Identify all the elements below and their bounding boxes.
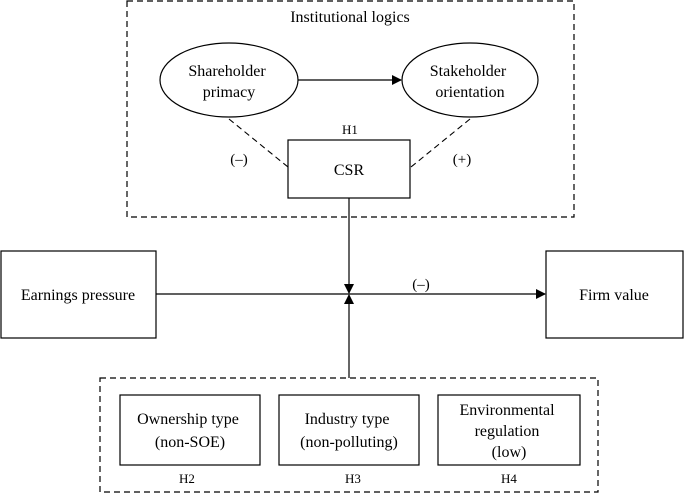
firm-value-box [545, 250, 684, 339]
ownership-type-box [119, 394, 261, 466]
positive-sign-label: (+) [453, 152, 471, 168]
shareholder-primacy-ellipse [159, 42, 299, 118]
institutional-logics-frame [126, 0, 575, 218]
firm-value-label: Firm value [579, 287, 649, 304]
h4-label: H4 [501, 471, 517, 486]
main-path-sign-label: (–) [412, 277, 430, 293]
institutional-logics-title: Institutional logics [290, 9, 410, 26]
h2-label: H2 [179, 471, 195, 486]
csr-label: CSR [334, 162, 365, 179]
h3-label: H3 [345, 471, 361, 486]
environmental-regulation-label: Environmental regulation (low) [459, 402, 558, 461]
negative-sign-label: (–) [230, 152, 248, 168]
earnings-pressure-label: Earnings pressure [21, 287, 135, 304]
environmental-regulation-box [437, 394, 581, 466]
h1-label: H1 [342, 122, 358, 137]
ownership-type-label: Ownership type (non-SOE) [137, 411, 243, 451]
stakeholder-orientation-ellipse [401, 42, 539, 118]
shareholder-primacy-label: Shareholder primacy [188, 63, 269, 101]
industry-type-box [278, 394, 420, 466]
stakeholder-orientation-label: Stakeholder orientation [430, 63, 510, 101]
shareholder-csr-dashed-link [228, 118, 289, 168]
moderators-frame [99, 377, 599, 493]
industry-type-label: Industry type (non-polluting) [300, 411, 398, 451]
stakeholder-csr-dashed-link [410, 118, 471, 168]
